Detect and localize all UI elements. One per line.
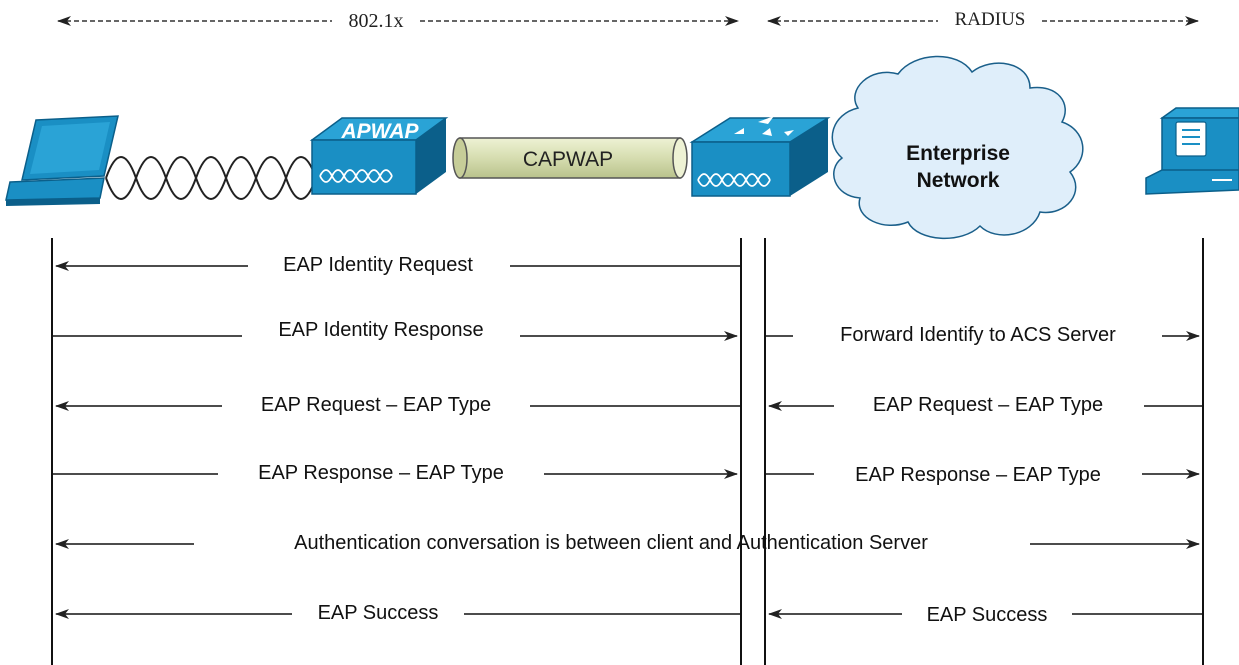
server-icon: [1145, 107, 1239, 195]
msg-auth-conversation: Authentication conversation is between c…: [294, 532, 928, 554]
tunnel-label: CAPWAP: [523, 148, 613, 171]
range-radius: RADIUS: [767, 9, 1199, 30]
msg-eap-request-left: EAP Request – EAP Type: [261, 394, 491, 416]
network-label-line2: Network: [917, 169, 1000, 192]
laptop-icon: [5, 115, 119, 206]
wireless-signal-icon: [105, 156, 317, 200]
message-labels: EAP Identity Request EAP Identity Respon…: [258, 254, 1116, 626]
msg-eap-request-right: EAP Request – EAP Type: [873, 394, 1103, 416]
message-flows: [52, 261, 1203, 619]
tunnel-icon: CAPWAP: [452, 137, 688, 179]
msg-eap-response-left: EAP Response – EAP Type: [258, 462, 504, 484]
msg-eap-success-left: EAP Success: [318, 602, 439, 624]
msg-eap-response-right: EAP Response – EAP Type: [855, 464, 1101, 486]
access-point-label: APWAP: [340, 120, 419, 143]
network-label-line1: Enterprise: [906, 142, 1010, 165]
lifelines: [51, 238, 1204, 665]
range-radius-label: RADIUS: [955, 9, 1026, 30]
msg-identity-request: EAP Identity Request: [283, 254, 473, 276]
msg-forward-identity: Forward Identify to ACS Server: [840, 324, 1116, 346]
msg-identity-response: EAP Identity Response: [278, 319, 483, 341]
cloud-icon: Enterprise Network: [831, 55, 1084, 239]
access-point-icon: APWAP: [309, 117, 449, 195]
range-8021x-label: 802.1x: [349, 10, 404, 32]
wireless-controller-icon: [689, 116, 831, 197]
range-8021x: 802.1x: [57, 10, 739, 32]
msg-eap-success-right: EAP Success: [927, 604, 1048, 626]
